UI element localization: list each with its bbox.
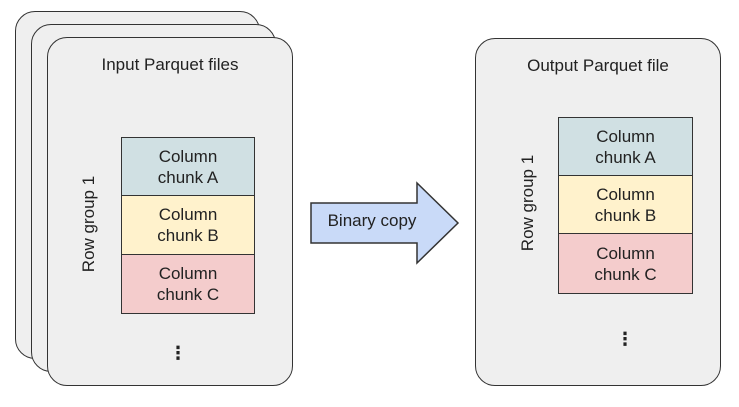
input-chunk-c-line1: Column — [158, 264, 218, 283]
output-chunk-b-line1: Column — [596, 185, 655, 204]
input-chunk-a-line2: chunk A — [157, 168, 219, 187]
output-chunk-a-line1: Column — [596, 127, 655, 146]
input-more-ellipsis: ⋮ — [169, 343, 187, 363]
binary-copy-arrow: Binary copy — [309, 181, 461, 265]
output-chunk-b-line2: chunk B — [594, 206, 657, 225]
input-row-group-label: Row group 1 — [79, 175, 98, 273]
input-chunk-a-line1: Column — [158, 147, 218, 166]
output-chunk-c-line2: chunk C — [594, 264, 657, 284]
input-file-card-front: Input Parquet files Row group 1 Column c… — [47, 37, 293, 386]
input-chunk-b-line2: chunk B — [157, 226, 219, 245]
output-card-title: Output Parquet file — [527, 56, 669, 75]
output-row-group-label: Row group 1 — [518, 154, 537, 252]
output-column-chunk-b: Column chunk B — [558, 175, 693, 235]
input-column-chunk-a: Column chunk A — [121, 137, 255, 197]
input-card-title: Input Parquet files — [101, 55, 239, 74]
output-more-ellipsis: ⋮ — [616, 329, 634, 349]
output-chunk-a-line2: chunk A — [595, 148, 656, 167]
output-file-card: Output Parquet file Row group 1 Column c… — [475, 38, 721, 386]
output-column-chunk-a: Column chunk A — [558, 117, 693, 177]
input-chunk-c-line2: chunk C — [156, 285, 220, 304]
input-chunk-b-line1: Column — [158, 205, 218, 224]
output-column-chunk-c: Column chunk C — [558, 233, 693, 294]
arrow-shape — [310, 181, 460, 265]
input-column-chunk-b: Column chunk B — [121, 195, 255, 255]
binary-copy-label: Binary copy — [327, 211, 417, 230]
input-column-chunk-c: Column chunk C — [121, 254, 255, 314]
output-chunk-c-line1: Column — [596, 243, 655, 263]
